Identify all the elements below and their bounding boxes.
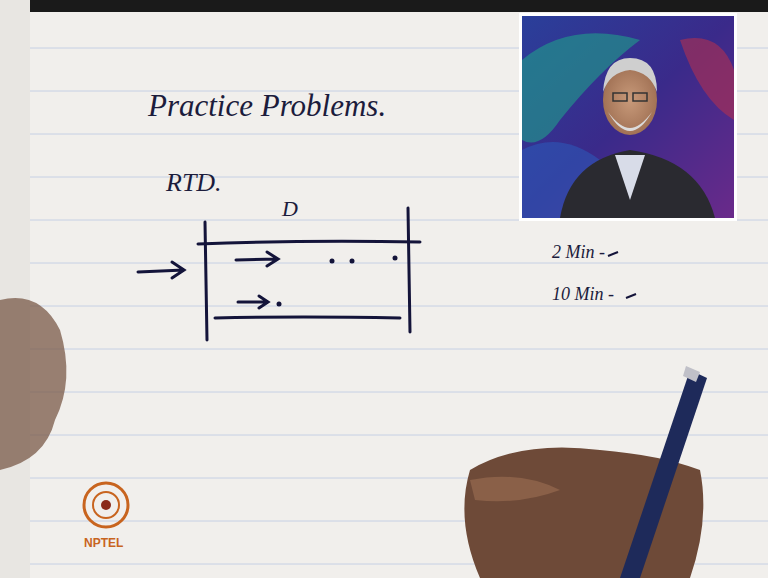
top-bar [0,0,768,12]
diameter-label: D [282,196,298,222]
hand-and-pen [0,298,707,578]
nptel-logo [84,483,128,527]
lecturer-video [519,13,737,221]
particle-dots [277,256,398,307]
time-note: 10 Min - [552,284,614,305]
pipe-sketch [138,208,420,340]
paper-edge [0,0,30,578]
logo-text: NPTEL [84,536,123,550]
time-note: 2 Min - [552,242,605,263]
heading: Practice Problems. [148,88,386,124]
topic-label: RTD. [166,168,222,198]
